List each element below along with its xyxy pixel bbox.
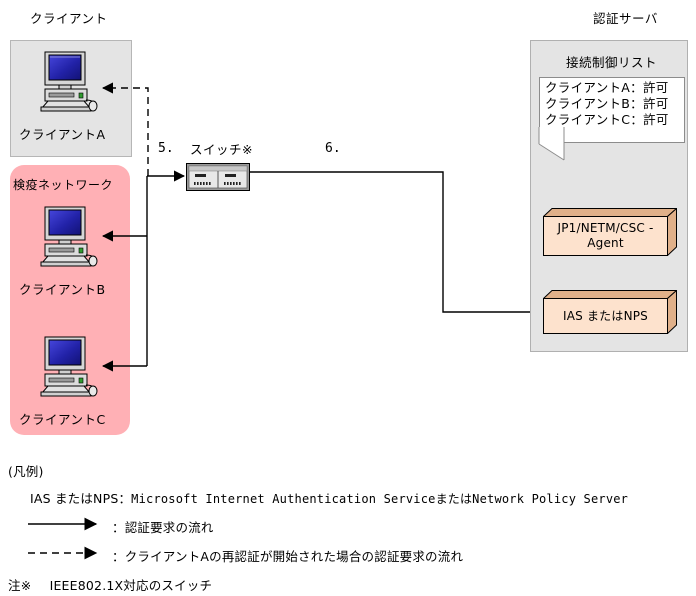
callout-pointer: [538, 127, 565, 161]
ias-nps-box: IAS またはNPS: [543, 290, 677, 334]
step-number-5: 5.: [158, 141, 174, 156]
legend-solid-row: ：認証要求の流れ: [112, 517, 214, 536]
footnote-text: IEEE802.1X対応のスイッチ: [49, 578, 213, 593]
switch-label: スイッチ※: [190, 142, 253, 157]
legend-solid-sep: ：: [112, 520, 125, 535]
legend-dashed-desc: クライアントAの再認証が開始された場合の認証要求の流れ: [124, 549, 464, 564]
quarantine-network-label: 検疫ネットワーク: [13, 178, 114, 192]
legend-abbrev-desc: Microsoft Internet Authentication Servic…: [131, 492, 629, 506]
desktop-computer-icon: [36, 205, 100, 267]
footnote-marker: 注※: [8, 578, 32, 593]
auth-server-section-title: 認証サーバ: [593, 11, 658, 26]
client-section-title: クライアント: [30, 11, 108, 26]
client-a-label: クライアントA: [19, 127, 106, 142]
network-switch-icon: [186, 163, 250, 191]
legend-dashed-row: ：クライアントAの再認証が開始された場合の認証要求の流れ: [112, 546, 463, 565]
acl-title: 接続制御リスト: [566, 55, 658, 70]
legend-solid-desc: 認証要求の流れ: [124, 520, 214, 535]
legend-abbrev-term: IAS またはNPS: [30, 491, 119, 506]
ias-box-line1: IAS またはNPS: [562, 308, 648, 323]
acl-entry-b: クライアントB：許可: [545, 96, 669, 111]
acl-entry-a: クライアントA：許可: [545, 80, 669, 95]
client-b-label: クライアントB: [19, 282, 106, 297]
legend-abbrev-sep: ：: [118, 491, 132, 506]
legend-dashed-sep: ：: [112, 549, 125, 564]
legend-abbrev-row: IAS またはNPS：Microsoft Internet Authentica…: [30, 488, 628, 507]
legend-solid-arrow-icon: [28, 517, 98, 531]
desktop-computer-icon: [36, 335, 100, 397]
legend-dashed-arrow-icon: [28, 546, 98, 560]
legend-heading: (凡例): [8, 464, 44, 479]
jp1-box-line1: JP1/NETM/CSC -: [557, 221, 654, 235]
desktop-computer-icon: [36, 50, 100, 112]
jp1-box-line2: Agent: [587, 236, 624, 250]
step-number-6: 6.: [325, 141, 341, 156]
jp1-netm-csc-agent-box: JP1/NETM/CSC - Agent: [543, 208, 677, 256]
client-c-label: クライアントC: [19, 412, 106, 427]
footnote: 注※ IEEE802.1X対応のスイッチ: [8, 575, 212, 594]
acl-entry-c: クライアントC：許可: [545, 112, 669, 127]
